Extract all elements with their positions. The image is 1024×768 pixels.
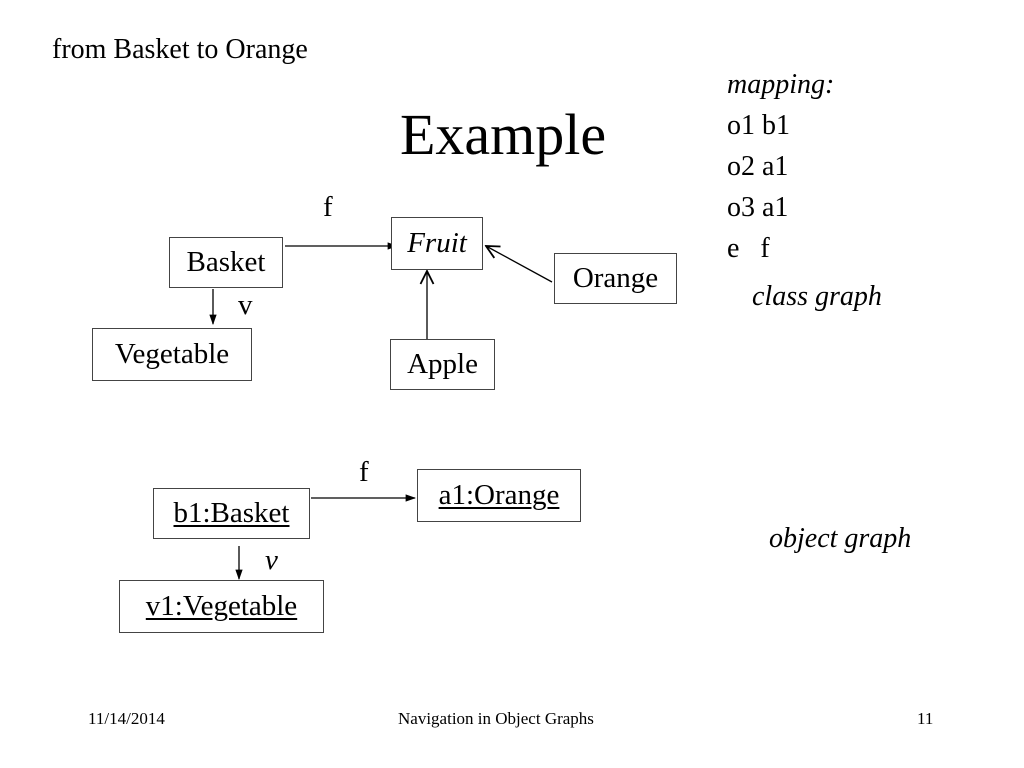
- page-number: 11: [917, 709, 934, 728]
- edge-label-f: f: [323, 191, 333, 223]
- object-graph-label: object graph: [769, 523, 912, 554]
- edge-label-f: f: [359, 456, 369, 488]
- edge-label-v: v: [265, 544, 278, 576]
- slide-title: Example: [400, 102, 607, 167]
- object-node-label: a1:Orange: [438, 479, 560, 511]
- class-node-label: Apple: [407, 348, 478, 380]
- object-node-label: v1:Vegetable: [145, 590, 298, 622]
- class-node-vegetable: Vegetable: [92, 328, 252, 381]
- mapping-line: o3 a1: [727, 192, 789, 223]
- object-node-b1: b1:Basket: [153, 488, 310, 539]
- mapping-line: o2 a1: [727, 151, 789, 182]
- footer-date: 11/14/2014: [88, 709, 165, 728]
- object-node-v1: v1:Vegetable: [119, 580, 324, 633]
- edge-orange-fruit: [486, 246, 553, 283]
- class-node-label: Fruit: [407, 227, 467, 259]
- object-node-label: b1:Basket: [173, 497, 290, 529]
- slide-subtitle: from Basket to Orange: [52, 34, 308, 65]
- class-node-label: Orange: [572, 262, 659, 294]
- mapping-heading: mapping:: [727, 69, 835, 100]
- class-node-label: Basket: [186, 246, 266, 278]
- mapping-line: e f: [727, 233, 770, 264]
- footer-title: Navigation in Object Graphs: [398, 709, 594, 728]
- class-node-label: Vegetable: [114, 338, 230, 370]
- object-node-a1: a1:Orange: [417, 469, 581, 522]
- class-node-orange: Orange: [554, 253, 677, 304]
- class-node-basket: Basket: [169, 237, 283, 288]
- mapping-block: mapping: o1 b1 o2 a1 o3 a1 e f: [727, 64, 834, 269]
- mapping-line: o1 b1: [727, 110, 790, 141]
- edge-label-v: v: [238, 289, 253, 321]
- class-node-fruit: Fruit: [391, 217, 483, 270]
- class-graph-label: class graph: [752, 281, 882, 312]
- class-node-apple: Apple: [390, 339, 495, 390]
